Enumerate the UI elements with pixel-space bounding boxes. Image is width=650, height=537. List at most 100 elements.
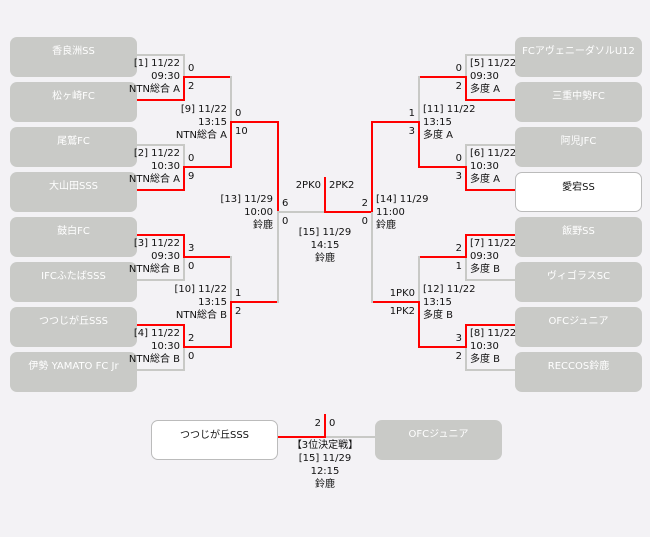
bracket-line	[230, 256, 232, 302]
score: 3	[408, 126, 415, 137]
match-info-line: 10:30	[151, 161, 180, 172]
bracket-line	[418, 76, 420, 122]
score: 3	[455, 171, 462, 182]
bracket-line	[465, 234, 467, 258]
team-box[interactable]: 三重中勢FC	[515, 82, 642, 122]
bracket-line	[137, 369, 185, 371]
score: 1	[235, 288, 242, 299]
score: 2	[361, 198, 368, 209]
match-info-line: NTN総合 A	[128, 174, 180, 185]
bracket-line	[465, 54, 515, 56]
bracket-line	[418, 121, 420, 168]
match-info-line: 09:30	[151, 71, 180, 82]
team-box[interactable]: 伊勢 YAMATO FC Jr	[10, 352, 137, 392]
bracket-line	[418, 301, 420, 348]
bracket-line	[324, 177, 326, 213]
score: 2	[188, 81, 195, 92]
team-box[interactable]: 尾鷲FC	[10, 127, 137, 167]
match-info-line: 多度 A	[423, 130, 454, 141]
match-info-line: [2] 11/22	[133, 148, 180, 159]
score: 6	[282, 198, 289, 209]
match-info-line: [4] 11/22	[133, 328, 180, 339]
third-place-right-team[interactable]: OFCジュニア	[375, 420, 502, 460]
match-info-line: [13] 11/29	[220, 194, 273, 205]
team-box[interactable]: OFCジュニア	[515, 307, 642, 347]
team-box[interactable]: 松ヶ崎FC	[10, 82, 137, 122]
team-box[interactable]: 香良洲SS	[10, 37, 137, 77]
match-info-line: 09:30	[470, 251, 499, 262]
team-box[interactable]: 鼓白FC	[10, 217, 137, 257]
bracket-line	[183, 346, 232, 348]
match-info-line: 多度 B	[470, 354, 501, 365]
match-info-line: 鈴鹿	[376, 220, 396, 231]
bracket-line	[465, 324, 467, 348]
third-place-left-team[interactable]: つつじが丘SSS	[151, 420, 278, 460]
bracket-line	[277, 436, 326, 438]
score: 0	[188, 63, 195, 74]
bracket-line	[418, 166, 467, 168]
match-info-line: [5] 11/22	[470, 58, 517, 69]
match-info-line: [1] 11/22	[133, 58, 180, 69]
score: 1	[408, 108, 415, 119]
score: 3	[188, 243, 195, 254]
match-info-line: 10:30	[151, 341, 180, 352]
match-info-line: [11] 11/22	[423, 104, 476, 115]
score: 2	[455, 351, 462, 362]
match-info-line: [9] 11/22	[180, 104, 227, 115]
bracket-line	[465, 279, 515, 281]
score: 0	[455, 63, 462, 74]
bracket-line	[465, 257, 467, 281]
score: 2	[455, 243, 462, 254]
team-box[interactable]: 大山田SSS	[10, 172, 137, 212]
score: 10	[235, 126, 248, 137]
team-box[interactable]: ヴィゴラスSC	[515, 262, 642, 302]
team-box[interactable]: RECCOS鈴鹿	[515, 352, 642, 392]
bracket-line	[465, 347, 467, 371]
bracket-line	[371, 301, 420, 303]
match-info-line: [12] 11/22	[423, 284, 476, 295]
team-box[interactable]: IFCふたばSSS	[10, 262, 137, 302]
team-box[interactable]: FCアヴェニーダソルU12	[515, 37, 642, 77]
bracket-line	[137, 189, 185, 191]
bracket-line	[183, 144, 185, 167]
bracket-line	[465, 234, 515, 236]
score: 3	[455, 333, 462, 344]
match-info-line: 多度 A	[470, 174, 501, 185]
bracket-line	[277, 212, 279, 303]
bracket-line	[324, 211, 373, 213]
bracket-line	[183, 257, 185, 281]
bracket-line	[465, 369, 515, 371]
bracket-line	[371, 121, 373, 213]
score: 0	[188, 261, 195, 272]
match-info-line: NTN総合 B	[128, 354, 180, 365]
match-info-line: [7] 11/22	[470, 238, 517, 249]
bracket-line	[183, 76, 232, 78]
match-info-line: 鈴鹿	[315, 253, 335, 264]
match-info-line: NTN総合 B	[175, 310, 227, 321]
bracket-line	[230, 301, 279, 303]
score: 1PK0	[389, 288, 415, 299]
champion-team-box[interactable]: 愛宕SS	[515, 172, 642, 212]
bracket-line	[183, 166, 232, 168]
match-info-line: 09:30	[151, 251, 180, 262]
score: 0	[188, 351, 195, 362]
team-box[interactable]: 阿児JFC	[515, 127, 642, 167]
match-info-line: 10:00	[244, 207, 273, 218]
team-box[interactable]: 飯野SS	[515, 217, 642, 257]
bracket-line	[230, 121, 279, 123]
team-box[interactable]: つつじが丘SSS	[10, 307, 137, 347]
match-info-line: 13:15	[198, 297, 227, 308]
score: 0	[188, 153, 195, 164]
